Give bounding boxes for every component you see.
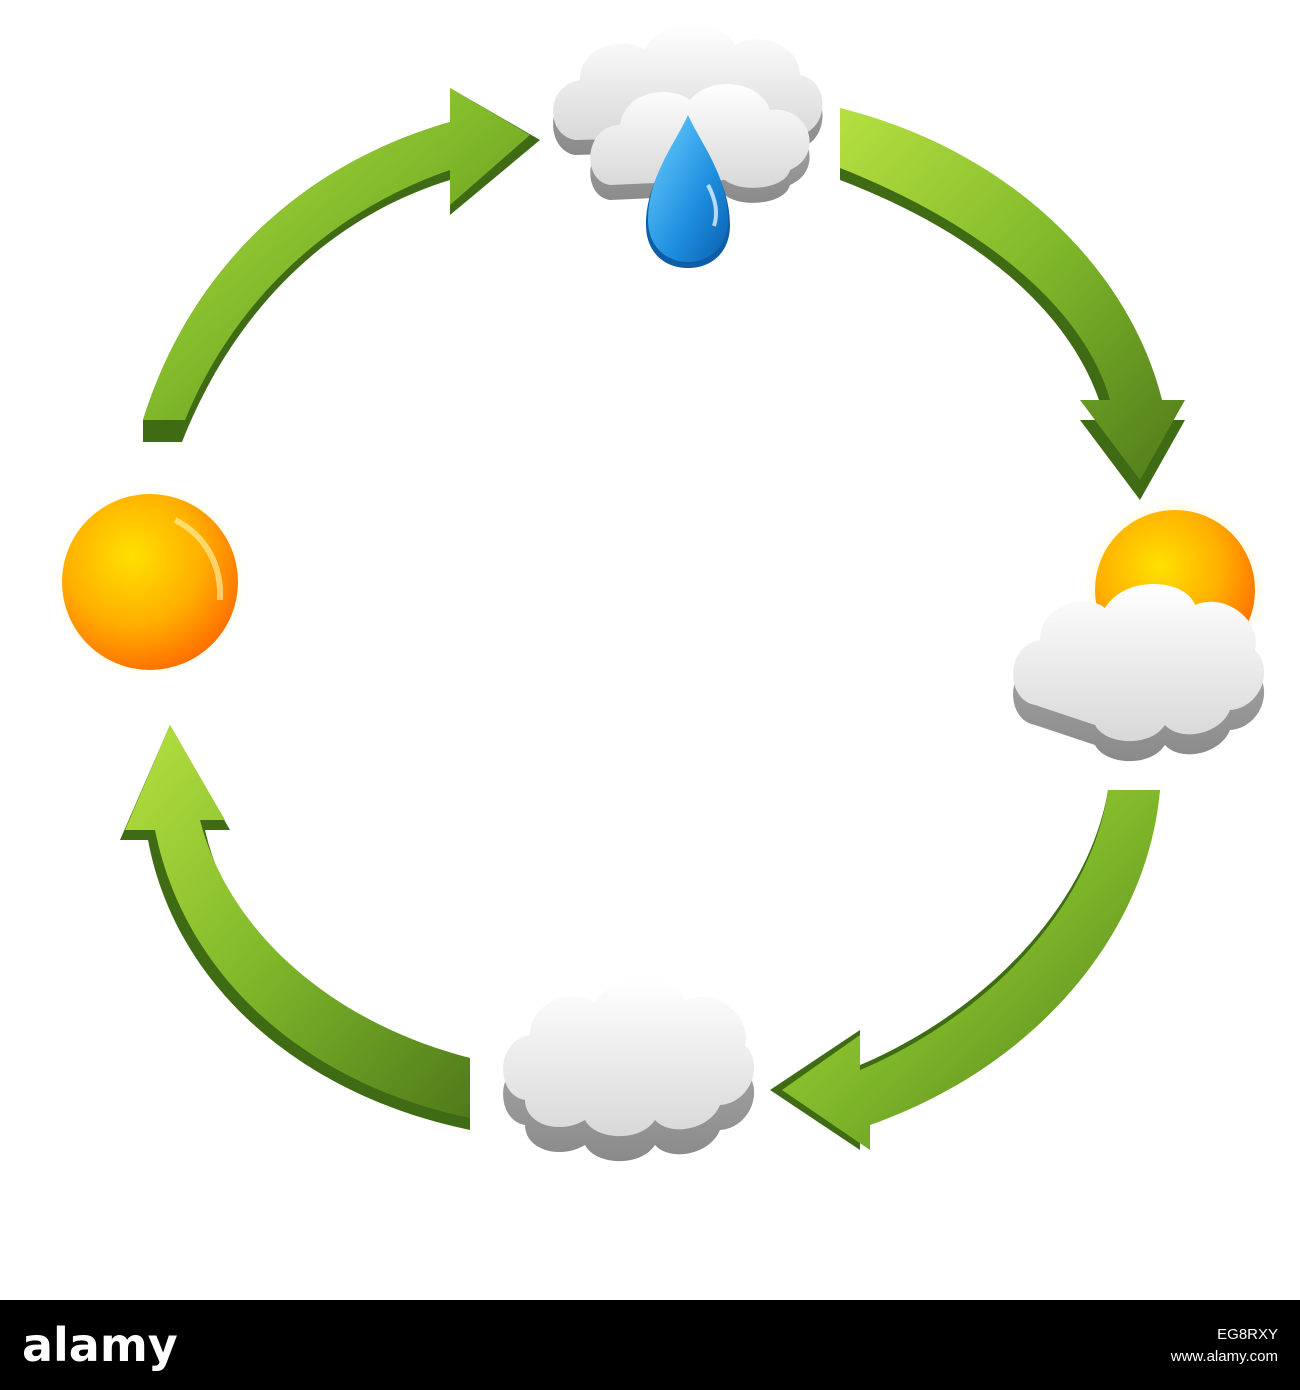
weather-cycle-diagram (50, 23, 1270, 1162)
sun-behind-cloud-icon (1013, 495, 1270, 762)
brand-logo: alamy (22, 1318, 178, 1372)
cloud-icon (503, 979, 755, 1162)
arrow-sunny-to-rain (143, 88, 540, 442)
watermark-bar: alamy EG8RXY www.alamy.com (0, 1300, 1300, 1390)
image-info: EG8RXY www.alamy.com (1171, 1324, 1278, 1368)
site-label: www.alamy.com (1170, 1348, 1278, 1365)
cloud-icon-right (1013, 584, 1265, 762)
arrow-cloudy-to-sunny (120, 725, 470, 1130)
water-drop-icon (646, 115, 730, 268)
arrow-partly-cloudy-to-cloudy (770, 790, 1160, 1150)
image-id-label: EG8RXY (1217, 1326, 1278, 1343)
arrow-rain-to-partly-cloudy (840, 108, 1185, 500)
sun-icon (50, 482, 250, 682)
rain-cloud-icon (553, 23, 823, 268)
